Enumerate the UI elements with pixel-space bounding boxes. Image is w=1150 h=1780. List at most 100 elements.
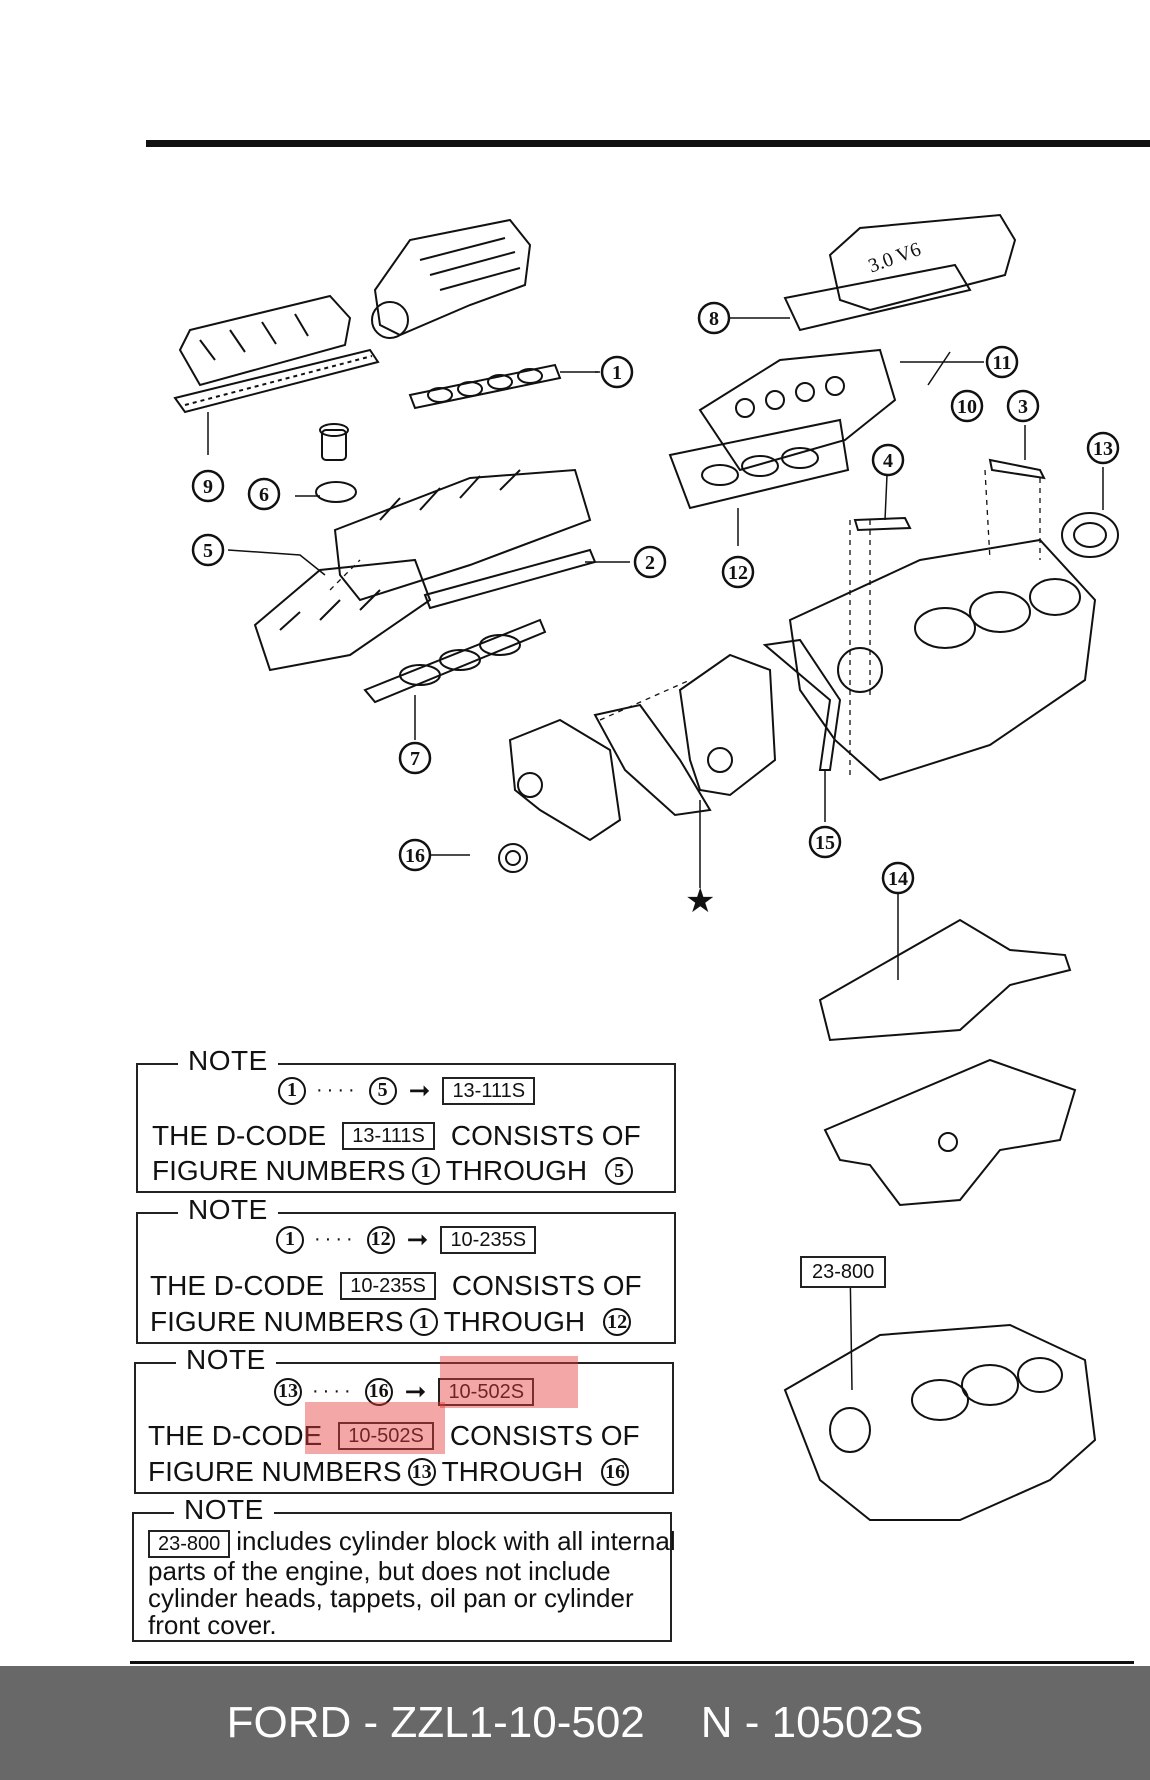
arrow-icon: ➞: [408, 1075, 431, 1105]
callout-number-2: 2: [645, 552, 655, 574]
note-title: NOTE: [174, 1494, 274, 1526]
note-text: THE D-CODE: [150, 1270, 325, 1301]
water-pump-gasket: [593, 703, 712, 817]
dcode-box: 13-111S: [442, 1076, 536, 1105]
callout-ref: 13: [407, 1458, 436, 1486]
arrow-icon: ➞: [404, 1376, 427, 1406]
callout-circle-3: [1006, 389, 1040, 423]
callout-ref: 1: [276, 1225, 304, 1254]
callout-circle-6: [247, 477, 281, 511]
callout-circle-4: [871, 443, 905, 477]
callout-number-13: 13: [1093, 438, 1113, 460]
callout-ref: 1: [409, 1308, 438, 1336]
callout-number-16: 16: [405, 845, 425, 867]
note-text: CONSISTS OF: [449, 1420, 640, 1451]
dcode-box: 23-800: [148, 1530, 231, 1558]
callout-number-5: 5: [203, 540, 213, 562]
callout-circle-2: [633, 545, 667, 579]
callout-number-4: 4: [883, 450, 893, 472]
upper-intake: [371, 218, 532, 339]
dcode-box: 13-111S: [342, 1122, 435, 1150]
valve-cover-left: [173, 294, 380, 414]
callout-number-15: 15: [815, 832, 835, 854]
callout-ref: 16: [364, 1377, 393, 1406]
front-cover-gasket: [762, 638, 842, 771]
note-title: NOTE: [178, 1045, 278, 1077]
callout-number-3: 3: [1018, 396, 1028, 418]
top-rule: [146, 140, 1150, 147]
note-box-3: NOTE 13 ···· 16 ➞ 10-502S THE D-CODE 10-…: [134, 1344, 674, 1494]
star-marker: ★: [685, 883, 715, 920]
callout-circle-9: [191, 469, 225, 503]
footer-part-number: FORD - ZZL1-10-502: [226, 1698, 645, 1747]
callout-ref: 13: [274, 1377, 302, 1406]
callout-circle-13: [1086, 431, 1120, 465]
callout-number-1: 1: [612, 362, 622, 384]
callout-circle-8: [697, 301, 731, 335]
front-cover: [678, 653, 777, 797]
callout-ref: 16: [601, 1458, 630, 1486]
callout-circle-16: [398, 838, 432, 872]
engine-block: [788, 538, 1097, 782]
highlight-code-1: [440, 1356, 578, 1408]
callout-number-11: 11: [993, 352, 1012, 374]
callout-circle-11: [985, 345, 1019, 379]
rear-main-seal: [1061, 512, 1119, 558]
note-text: THE D-CODE: [152, 1120, 327, 1151]
bottom-rule: [130, 1661, 1134, 1664]
callout-number-10: 10: [957, 396, 977, 418]
dcode-box: 10-235S: [340, 1272, 436, 1300]
note-text: CONSISTS OF: [450, 1120, 641, 1151]
note-4-text: includes cylinder block with all interna…: [148, 1526, 676, 1640]
valve-cover-label: 3.0 V6: [865, 238, 923, 277]
valve-cover-right: [783, 213, 1017, 332]
head-gasket-left: [363, 618, 547, 704]
note-box-2: NOTE 1 ···· 12 ➞ 10-235S THE D-CODE 10-2…: [136, 1194, 676, 1344]
note-text: FIGURE NUMBERS: [148, 1456, 402, 1487]
callout-circle-1: [600, 355, 634, 389]
intake-end-seal-3: [988, 458, 1046, 480]
callout-circle-7: [398, 741, 432, 775]
arrow-icon: ➞: [406, 1224, 429, 1254]
callout-ref: 12: [603, 1308, 632, 1336]
water-pump: [508, 718, 622, 842]
callout-ref: 1: [278, 1076, 306, 1105]
dcode-box: 10-502S: [338, 1422, 434, 1450]
callout-number-9: 9: [203, 476, 213, 498]
front-seal: [498, 843, 528, 873]
callout-ref: 12: [366, 1225, 395, 1254]
callout-number-14: 14: [888, 868, 908, 890]
oil-pan-gasket: [818, 918, 1072, 1042]
intake-gasket-upper: [408, 363, 562, 410]
callout-number-8: 8: [709, 308, 719, 330]
block-label: 23-800: [800, 1256, 887, 1288]
gasket-holes: [427, 368, 543, 403]
callout-circle-5: [191, 533, 225, 567]
note-text: THROUGH: [443, 1306, 586, 1337]
callout-number-12: 12: [728, 562, 748, 584]
footer-bar: FORD - ZZL1-10-502 N - 10502S: [0, 1666, 1150, 1780]
note-box-1: NOTE 1 ···· 5 ➞ 13-111S THE D-CODE 13-11…: [136, 1045, 676, 1193]
callout-circle-14: [881, 861, 915, 895]
note-title: NOTE: [176, 1344, 276, 1376]
note-box-4: NOTE: [132, 1494, 672, 1642]
note-text: FIGURE NUMBERS: [152, 1155, 406, 1186]
dcode-box: 10-235S: [440, 1225, 537, 1254]
cylinder-head-left: [253, 558, 432, 672]
callout-ref: 5: [368, 1076, 397, 1105]
gasket-bores: [399, 634, 521, 686]
note-text: THROUGH: [441, 1456, 584, 1487]
dcode-box: 10-502S: [438, 1377, 535, 1406]
short-block-lower: [783, 1323, 1097, 1521]
note-text: FIGURE NUMBERS: [150, 1306, 404, 1337]
cylinder-head-right: [668, 348, 897, 510]
oil-pan: [823, 1058, 1077, 1207]
intake-gasket-lower: [423, 548, 597, 610]
callout-circle-12: [721, 555, 755, 589]
footer-reference: N - 10502S: [700, 1698, 924, 1747]
callout-circle-15: [808, 825, 842, 859]
intake-end-seal-4: [853, 516, 912, 532]
note-text: THROUGH: [445, 1155, 588, 1186]
